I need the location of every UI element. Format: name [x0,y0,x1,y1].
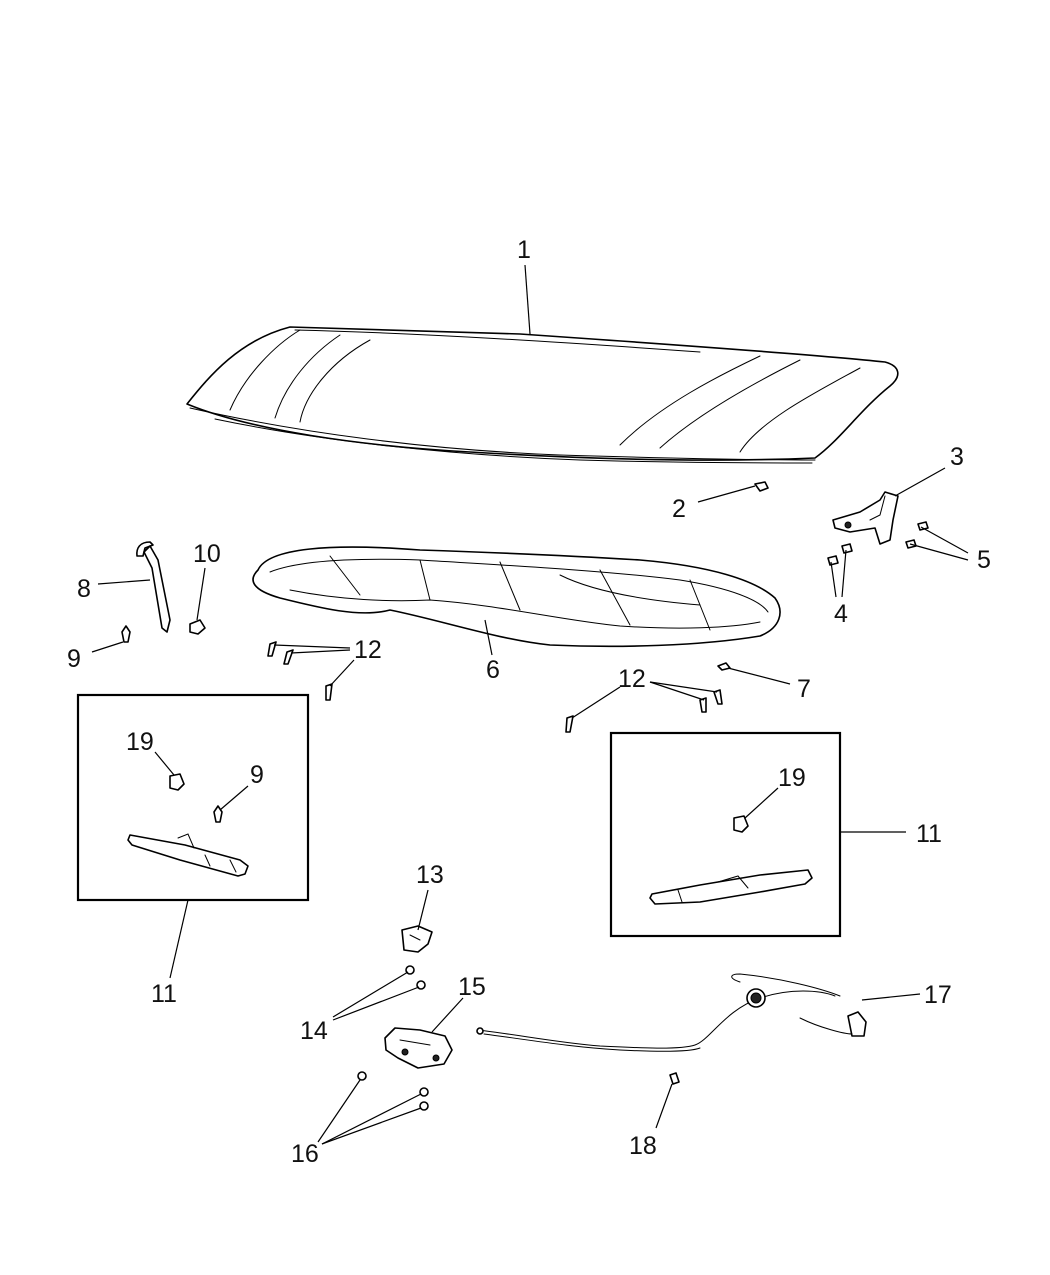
callout-labels: 1 2 3 4 5 6 7 8 9 10 11 11 12 12 13 14 1… [67,236,991,1168]
callout-3: 3 [950,443,964,471]
callout-17: 17 [924,981,952,1009]
clip-18 [669,1072,680,1085]
screws-12 [267,641,723,733]
callout-11-left: 11 [151,980,177,1008]
push-pin-9 [121,625,131,643]
leader-lines [91,264,969,1145]
hinge-bolts [905,521,929,549]
callout-10: 10 [193,540,221,568]
callout-9-inset: 9 [250,761,264,789]
hinge-nuts [827,543,853,566]
callout-7: 7 [797,675,811,703]
callout-9-main: 9 [67,645,81,673]
hood-hinge [832,491,899,545]
support-rod-left [127,833,249,877]
callout-16: 16 [291,1140,319,1168]
grommet-19-right [733,815,749,833]
support-rod-right [649,869,813,905]
callout-8: 8 [77,575,91,603]
hood-prop-rod [136,541,171,633]
callout-19-left: 19 [126,728,154,756]
prop-rod-grommet-10 [189,619,206,635]
callout-18: 18 [629,1132,657,1160]
callout-15: 15 [458,973,486,1001]
callout-13: 13 [416,861,444,889]
callout-11-right: 11 [916,820,942,848]
hood-panel [186,326,899,464]
callout-4: 4 [834,600,848,628]
callout-1: 1 [517,236,531,264]
callout-14: 14 [300,1017,328,1045]
nuts-14 [405,965,426,990]
callout-12-right: 12 [618,665,646,693]
clip-2 [754,481,769,492]
callout-5: 5 [977,546,991,574]
clip-7 [717,662,731,671]
callout-12-left: 12 [354,636,382,664]
hood-release-cable-17 [476,973,867,1052]
latch-striker-13 [401,925,433,953]
detail-box-right [609,731,842,938]
bolts-16 [357,1071,429,1111]
detail-box-left [76,693,310,902]
hood-latch-15 [384,1027,453,1069]
grommet-19-left [169,773,185,791]
push-pin-9-left [213,805,223,823]
callout-2: 2 [672,495,686,523]
callout-6: 6 [486,656,500,684]
callout-19-right: 19 [778,764,806,792]
hood-silencer [252,546,781,648]
